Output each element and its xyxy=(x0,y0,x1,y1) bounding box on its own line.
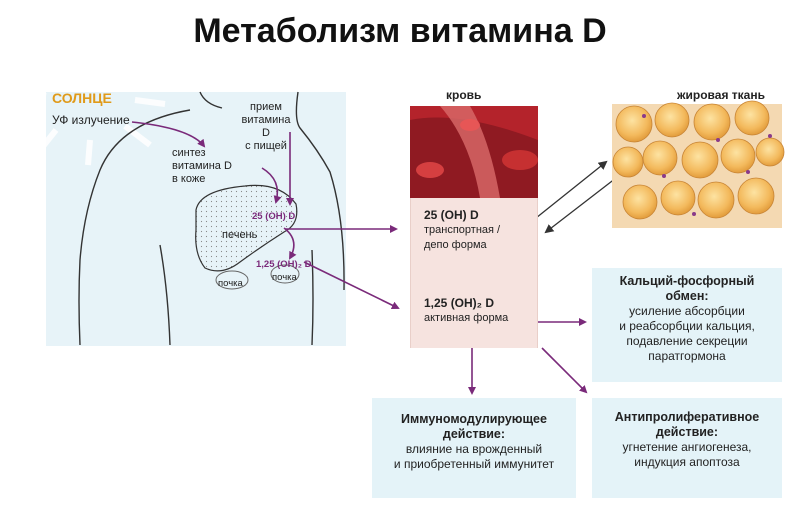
active-formula: 1,25 (OH)₂ D xyxy=(424,296,508,311)
synthesis-label: синтез витамина D в коже xyxy=(172,147,232,186)
blood-to-fat-arrow xyxy=(536,162,606,218)
calcium-phosphorus-box: Кальций-фосфорный обмен: усиление абсорб… xyxy=(592,268,782,382)
immunomodulatory-box: Иммуномодулирующее действие: влияние на … xyxy=(372,398,576,498)
fat-tissue-label: жировая ткань xyxy=(677,88,765,102)
kidney-right-label: почка xyxy=(272,271,297,284)
uv-radiation-label: УФ излучение xyxy=(52,114,130,127)
fat-to-blood-arrow xyxy=(546,178,616,232)
transport-form: 25 (OH) D транспортная / депо форма xyxy=(424,208,500,253)
fat-tissue-image xyxy=(612,101,784,228)
liver-label: печень xyxy=(222,229,257,242)
active-form: 1,25 (OH)₂ D активная форма xyxy=(424,296,508,326)
sun-label: СОЛНЦЕ xyxy=(52,90,112,106)
intake-label: прием витамина D с пищей xyxy=(240,101,292,153)
antiproliferative-box: Антипролиферативное действие: угнетение … xyxy=(592,398,782,498)
blood-to-antiprolif-arrow xyxy=(542,348,586,392)
liver-to-kidney-arrow xyxy=(284,228,294,258)
kidney-metabolite-label: 1,25 (OH)₂ D xyxy=(256,258,311,271)
transport-formula: 25 (OH) D xyxy=(424,208,500,223)
kidney-left-label: почка xyxy=(218,277,243,290)
blood-section-label: кровь xyxy=(446,88,481,102)
blood-vessel-image xyxy=(410,106,538,198)
kidney-to-blood-arrow xyxy=(304,262,398,308)
liver-metabolite-label: 25 (OH) D xyxy=(252,210,295,223)
